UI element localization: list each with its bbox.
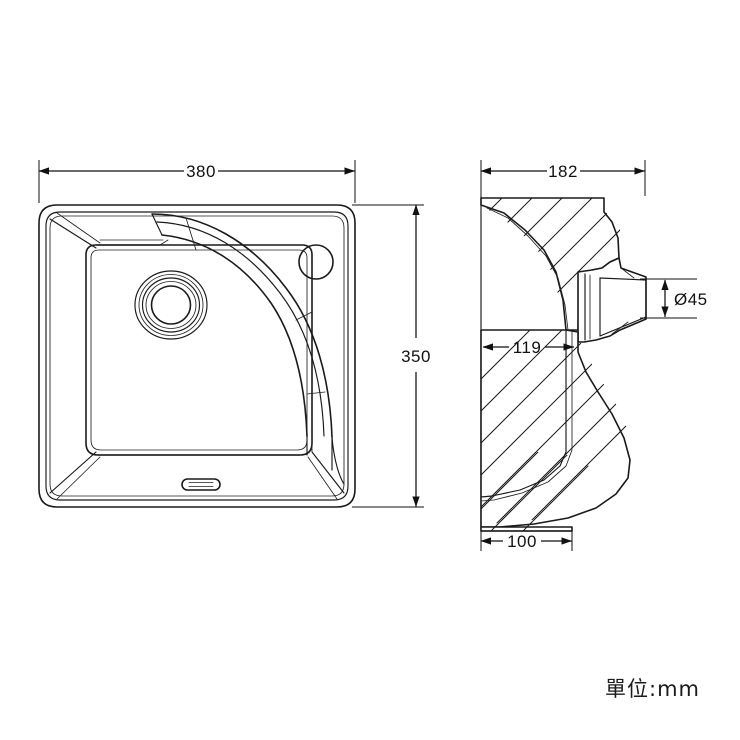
dimension-label-d45: Ø45 [674, 290, 708, 309]
dimension-350-height: 350 [352, 204, 431, 508]
section-foot-hatching [481, 452, 622, 531]
drainboard-tick-3 [306, 391, 326, 395]
drainboard-tick-2 [295, 311, 313, 321]
unit-note-label: 單位:mm [605, 677, 700, 701]
drainboard-upper-ridge-inner [156, 221, 325, 437]
dimension-182-depth: 182 [480, 160, 646, 196]
spout-chamfer-top [620, 267, 635, 279]
drain-ring-2 [145, 281, 197, 329]
section-view-group [480, 195, 647, 532]
basin-floor-outline [85, 244, 313, 456]
drainboard-upper-ridge [151, 213, 333, 438]
faucet-hole [298, 244, 334, 280]
spout-barrel-bottom [599, 316, 647, 337]
drain-ring-inner [150, 285, 192, 325]
dimension-380-width: 380 [38, 160, 356, 203]
dimension-label-350: 350 [401, 347, 431, 366]
section-rim-inner-contour [486, 207, 569, 331]
dimension-119-inner-depth: 119 [482, 338, 574, 357]
corner-slope-bottom-left-2 [56, 456, 101, 500]
drainboard-tick-1 [185, 217, 197, 251]
corner-slope-top-left [49, 218, 97, 249]
sink-outer-rim [38, 204, 356, 508]
section-basin-wall-contour-2 [480, 331, 573, 502]
corner-slope-bottom-left [49, 451, 97, 494]
dimension-diameter-45-drain: Ø45 [640, 278, 708, 319]
dimension-label-380: 380 [186, 162, 216, 181]
corner-slope-bottom-right-2 [307, 456, 338, 500]
overflow-slot-outer [181, 478, 221, 491]
dimension-label-119: 119 [513, 338, 542, 357]
section-basin-wall-contour [480, 329, 567, 498]
corner-slope-top-left-2 [56, 212, 101, 244]
dimension-label-182: 182 [548, 162, 578, 181]
drainboard-lower-ridge [161, 234, 308, 437]
drain-hole-group [134, 270, 208, 340]
drainboard-top-join [151, 213, 163, 236]
drainboard-corner-sweep [331, 436, 345, 485]
spout-chamfer-bottom [611, 321, 629, 335]
ledge-shelf-join [159, 239, 169, 246]
corner-slope-bottom-right [311, 451, 345, 494]
sink-rim-inner-edge [45, 211, 349, 501]
basin-floor-inner-line [90, 249, 308, 451]
dimension-label-100: 100 [507, 532, 537, 551]
drain-ring-4 [138, 274, 204, 336]
section-lower-hatching [481, 330, 634, 524]
drain-ring-outer [134, 270, 208, 340]
drain-ring-3 [141, 277, 201, 333]
section-drain-spout [577, 257, 647, 343]
spout-barrel-top [599, 277, 647, 281]
plan-view-group [38, 204, 356, 508]
overflow-slot-group [181, 478, 221, 491]
dimension-100-base-width: 100 [480, 531, 573, 551]
sink-rim-second-edge [49, 215, 345, 497]
